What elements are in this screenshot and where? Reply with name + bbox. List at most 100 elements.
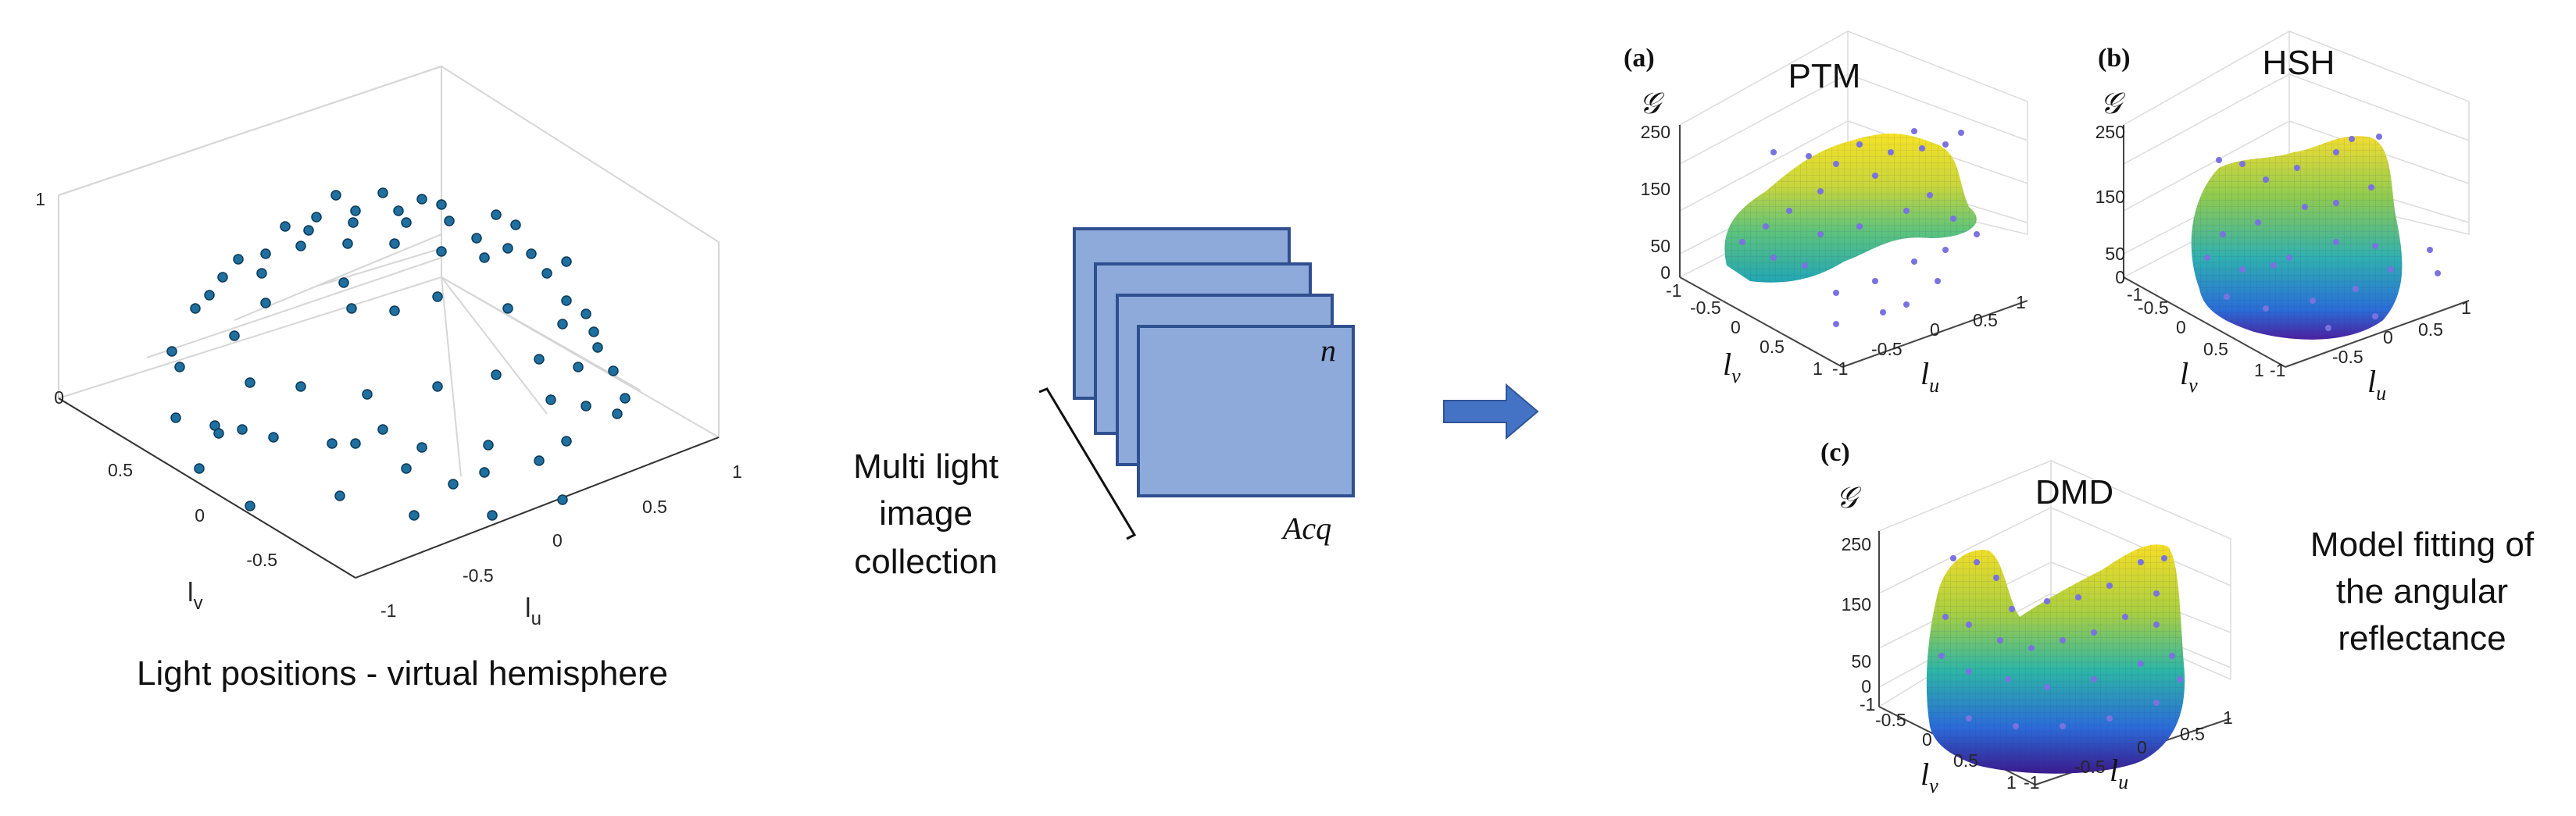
scatter-point [2009,606,2015,612]
panel-c-z-tick-250: 250 [1842,534,1871,554]
panel-b-lu-tick-4: 1 [2461,298,2471,318]
scatter-point [2310,298,2316,304]
scatter-point [166,346,177,357]
scatter-point [471,233,482,244]
scatter-point [2091,629,2097,636]
scatter-point [2153,622,2160,628]
scatter-point [581,308,591,319]
lu-axis-label: lu [525,593,541,629]
lu-tick-4: 1 [732,461,742,482]
scatter-point [190,303,201,314]
scatter-point [1903,301,1910,308]
scatter-point [1880,309,1886,315]
scatter-point [2271,262,2277,269]
scatter-point [2263,305,2269,312]
scatter-point [2169,653,2175,659]
scatter-point [1856,223,1863,230]
scatter-point [233,254,244,265]
scatter-point [1872,278,1878,284]
panel-c-letter: (c) [1820,438,1850,467]
panel-b-z-label: 𝒢 [2100,87,2126,120]
scatter-point [245,501,255,511]
scatter-point [534,354,545,365]
scatter-point [561,436,572,447]
scatter-point [260,298,271,308]
scatter-point [588,326,599,337]
panel-a-lu-tick-4: 1 [2016,292,2026,312]
scatter-point [1927,192,1933,198]
scatter-point [377,424,388,435]
scatter-point [1763,223,1769,230]
z-tick-0: 0 [54,387,64,408]
scatter-point [393,205,404,216]
scatter-point [1942,614,1949,620]
scatter-point [1974,559,1980,565]
panel-b-lu-tick-1: -0.5 [2332,347,2363,367]
scatter-point [2333,200,2339,206]
scatter-point [2106,715,2113,722]
lv-tick-0: 0.5 [108,460,133,480]
scatter-point [1833,161,1839,167]
panel-b-lv-tick-1: -0.5 [2138,298,2169,318]
scatter-point [280,221,291,232]
scatter-point [350,205,361,216]
scatter-point [2075,594,2081,600]
model-caption-line-3: reflectance [2338,619,2506,657]
lu-tick-3: 0.5 [642,497,667,517]
panel-b-axis-lines [2123,125,2470,368]
scatter-point [2013,723,2019,729]
scatter-point [557,494,568,505]
lu-tick-2: 0 [552,530,563,551]
scatter-point [2372,243,2378,249]
scatter-point [217,272,228,283]
scatter-point [416,194,427,205]
scatter-point [213,428,224,439]
scatter-point [346,303,357,314]
scatter-point [338,277,349,288]
scatter-point [1966,622,1972,628]
scatter-point [479,467,490,478]
panel-c-lv-tick-4: 1 [2006,772,2017,793]
panel-a-lv-tick-0: -1 [1666,280,1681,301]
scatter-point [2224,294,2230,300]
scatter-point [526,248,537,259]
scatter-point [2204,255,2210,261]
scatter-point [1739,239,1745,245]
scatter-point [510,219,521,230]
scatter-point [491,209,502,220]
scatter-point [608,365,619,376]
panel-a-lv-tick-2: 0 [1731,317,1741,337]
scatter-point [1938,653,1945,659]
flow-arrow [1443,383,1539,440]
scatter-point [561,256,572,267]
panel-c-lv-label: lv [1920,757,1938,797]
scatter-point [1942,247,1949,253]
model-caption-line-2: the angular [2336,572,2508,611]
collection-label-line-1: Multi light [853,447,999,486]
panel-a-z-tick-150: 150 [1641,179,1670,199]
hemisphere-caption: Light positions - virtual hemisphere [137,654,668,693]
panel-c-z-tick-50: 50 [1851,651,1871,672]
scatter-point [2294,165,2300,171]
scatter-point [342,238,353,249]
panel-a-axis-lines [1679,125,2028,368]
scatter-point [502,243,513,254]
panel-a-lu-tick-3: 0.5 [1973,310,1998,330]
panel-a-lu-label: lu [1920,356,1939,397]
collection-label-line-2: image [879,494,973,533]
scatter-point [1856,141,1863,148]
scatter-point [2122,614,2128,620]
hemisphere-axes-box [58,65,720,579]
scatter-point [170,412,181,423]
scatter-point [2060,637,2066,643]
scatter-point [268,432,279,443]
scatter-point [1770,149,1777,155]
scatter-point [2106,583,2113,589]
scatter-point [1966,715,1972,722]
panel-c-lu-tick-1: -0.5 [2074,757,2106,777]
scatter-point [2028,645,2035,651]
scatter-point [295,241,306,251]
scatter-point [1950,216,1956,222]
scatter-point [561,295,572,306]
scatter-point [2153,590,2160,597]
